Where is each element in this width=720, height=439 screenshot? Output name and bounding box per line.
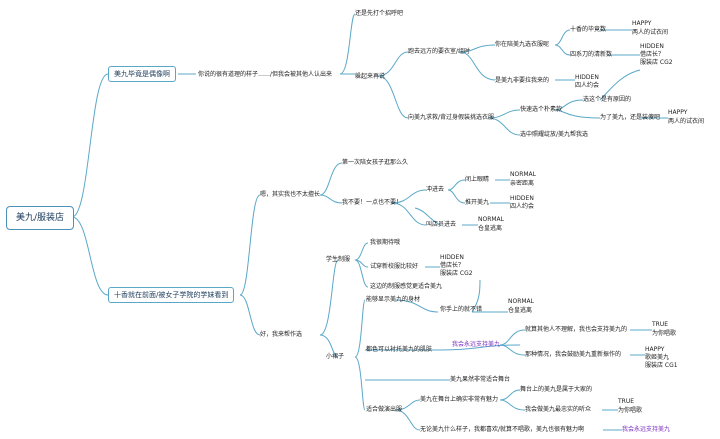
fresh-node: 四系刀的清新数	[570, 51, 613, 58]
support-node: 我会永远支持美九	[452, 341, 501, 348]
reason-node: 选这个是有原因的	[583, 96, 632, 103]
skirt-node: 小裙子	[326, 353, 345, 360]
plain-node: 快速选个朴素款	[520, 106, 563, 113]
hidden-cg-1: 服装店 CG2	[640, 59, 673, 66]
shine-node: 选中照耀绽放/美九帮我选	[520, 131, 589, 138]
happy-label-3: HAPPY	[645, 346, 665, 353]
greet-node: 还是先打个招呼吧	[355, 10, 404, 17]
fits-node: 这边的制服感觉更适合美九	[370, 283, 443, 290]
true-label-2: TRUE	[618, 398, 635, 405]
not-good-node: 嗯，其实我也不太擅长	[260, 191, 321, 198]
ask-help-node: 向美九求救/背过身假装挑选衣服	[408, 114, 495, 121]
happy-cg-3: 服装店 CG1	[645, 362, 678, 369]
support-node-2: 我会永远支持美九	[622, 426, 671, 433]
hidden-desc-2: 四人约会	[575, 82, 600, 89]
understand-node: 就算其他人不理解，我也会支持美九的	[525, 326, 628, 333]
help-choose-node: 好，我来帮作选	[260, 331, 303, 338]
figure-node: 能够显示美九的身材	[366, 296, 421, 303]
normal-desc-2: 仓皇逃离	[478, 225, 503, 232]
happy-desc-3: 歌姬美九	[645, 354, 670, 361]
push-node: 推开美九	[465, 199, 490, 206]
root-node: 美九/服装店	[6, 206, 74, 230]
happy-label-2: HAPPY	[668, 109, 688, 116]
performance-node: 适合做演出服	[366, 406, 403, 413]
hidden-desc-3: 四人约会	[510, 203, 535, 210]
normal-desc-3: 仓皇逃离	[508, 307, 533, 314]
charm-node: 美九在舞台上确实非常有魅力	[420, 396, 499, 403]
uniform-node: 学生制服	[326, 256, 351, 263]
rush-node: 冲进去	[426, 186, 445, 193]
hidden-desc-4: 借店长？	[440, 262, 465, 269]
branch-ten-ka: 十香就在前面/被女子学院的学妹看到	[108, 287, 235, 303]
close-eyes-node: 闭上眼睛	[465, 176, 490, 183]
in-hand-node: 你手上的就不错	[440, 306, 483, 313]
hidden-label-3: HIDDEN	[510, 195, 534, 202]
hidden-cg-4: 服装店 CG2	[440, 270, 473, 277]
hide-node: 躲起来再说	[355, 73, 386, 80]
normal-label-3: NORMAL	[508, 298, 535, 305]
play-dumb-node: 为了美九，还是装傻吧	[600, 114, 661, 121]
normal-label-1: NORMAL	[510, 171, 537, 178]
true-desc-2: 为你唱歌	[618, 407, 643, 414]
idol-subnode: 你说的很有道理的样子……/但我会被其他人认出来	[198, 71, 333, 78]
normal-desc-1: 亲密距离	[510, 180, 535, 187]
happy-desc-1: 两人的试衣间	[632, 29, 669, 36]
skin-node: 都色可以衬托美九的肌肤	[366, 346, 433, 353]
listener-node: 我会做美九最忠实的听众	[525, 406, 592, 413]
hidden-label-2: HIDDEN	[575, 74, 599, 81]
stage-suits-node: 美九果然非常适合舞台	[450, 376, 511, 383]
true-label-1: TRUE	[652, 321, 669, 328]
hidden-label-1: HIDDEN	[640, 43, 664, 50]
encourage-node: 那种情况，我会鼓励美九重新振作的	[525, 351, 622, 358]
call-clerk-node: 叫店员进去	[426, 221, 457, 228]
everyone-node: 舞台上的美九是属于大家的	[520, 386, 593, 393]
branch-idol: 美九毕竟是偶像啊	[108, 66, 176, 82]
hidden-desc-1: 借店长？	[640, 51, 665, 58]
first-time-node: 第一次陪女孩子逛那么久	[342, 159, 409, 166]
hidden-label-4: HIDDEN	[440, 254, 464, 261]
refuse-node: 我不要！一点也不要！	[342, 199, 403, 206]
happy-label-1: HAPPY	[632, 20, 652, 27]
dragged-node: 是美九非要拉我来的	[495, 77, 550, 84]
choosing-node: 你在陪美九选衣服呢	[495, 41, 550, 48]
any-look-node: 无论美九什么样子，我都喜欢/就算不唱歌，美九也很有魅力啊	[420, 426, 585, 433]
fitting-room-node: 跑去远方的要衣室/组时	[408, 48, 471, 55]
happy-desc-2: 两人的试衣间	[668, 118, 705, 125]
normal-label-2: NORMAL	[478, 216, 505, 223]
expect-node: 我很期待哦	[370, 239, 401, 246]
true-desc-1: 为你唱歌	[652, 330, 677, 337]
try-new-node: 试穿新校服比较好	[370, 263, 419, 270]
tohka-node: 十香的毕竟数	[570, 26, 607, 33]
